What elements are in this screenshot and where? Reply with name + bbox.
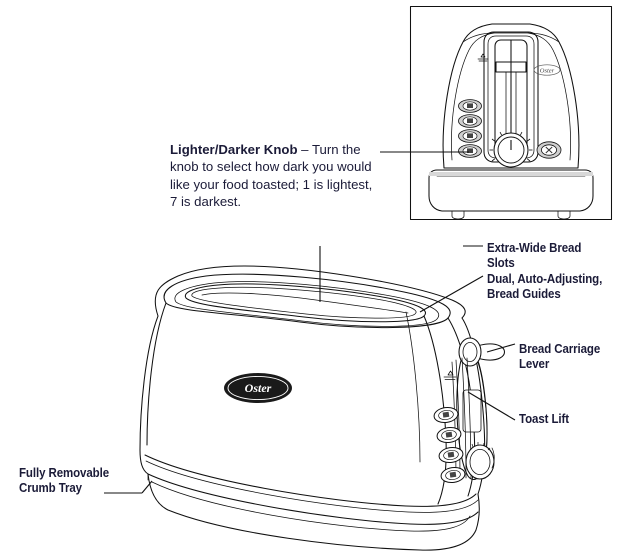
main-control-panel: [456, 346, 488, 481]
leader-extra-wide-bread-slots: [319, 245, 483, 302]
inset-cancel-button: [536, 141, 562, 159]
leader-bread-carriage-lever: [486, 343, 516, 353]
main-function-buttons: [433, 406, 466, 484]
leader-crumb-tray: [104, 480, 153, 494]
main-logo: Oster: [224, 373, 292, 403]
main-slot-icon: [443, 370, 457, 380]
label-fully-removable-crumb-tray: Fully Removable Crumb Tray: [19, 466, 110, 495]
label-dual-auto-adjusting-bread-guides: Dual, Auto-Adjusting, Bread Guides: [487, 272, 603, 301]
inset-lighter-darker-knob: [489, 130, 533, 168]
callout-dash: –: [297, 142, 312, 157]
inset-frame: [409, 5, 613, 221]
callout-lighter-darker-knob: Lighter/Darker Knob – Turn the knob to s…: [170, 141, 376, 211]
leader-toast-lift: [467, 391, 516, 421]
label-extra-wide-bread-slots: Extra-Wide Bread Slots: [487, 241, 582, 270]
callout-lighter-darker-knob-lead: Lighter/Darker Knob: [170, 142, 298, 157]
label-bread-carriage-lever: Bread Carriage Lever: [519, 342, 601, 371]
leader-bread-guides: [419, 275, 484, 313]
inset-slot-icon: [477, 53, 489, 62]
svg-text:Oster: Oster: [540, 68, 555, 75]
inset-logo: Oster: [533, 64, 561, 76]
toast-lift-rails: [451, 357, 472, 483]
main-toaster: Oster: [139, 265, 506, 551]
svg-text:Oster: Oster: [245, 381, 272, 395]
main-lighter-darker-knob: [465, 442, 495, 480]
inset-function-buttons: [458, 99, 482, 158]
callout-lighter-darker-knob-body: Turn the knob to select how dark you wou…: [170, 142, 373, 210]
inset-toaster-topview: Oster: [428, 23, 594, 220]
bread-carriage-lever: [458, 337, 506, 367]
label-toast-lift: Toast Lift: [519, 412, 569, 426]
